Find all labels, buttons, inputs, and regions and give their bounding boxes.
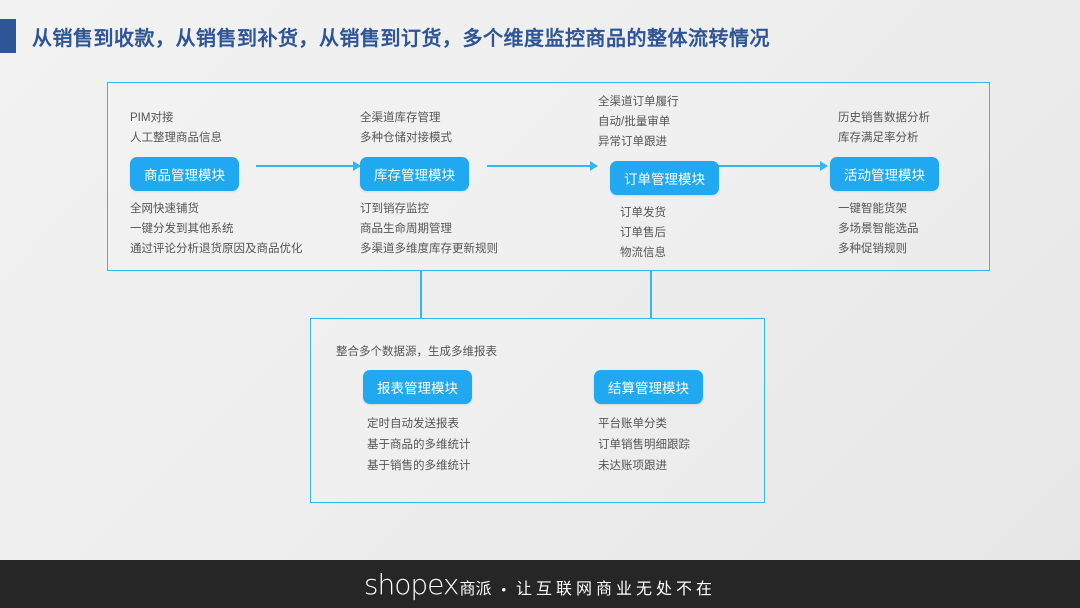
feature-item: 多场景智能选品 xyxy=(838,223,919,235)
flow-arrow-2 xyxy=(487,161,598,171)
flow-column-campaign: 历史销售数据分析 库存满足率分析 活动管理模块 一键智能货架 多场景智能选品 多… xyxy=(828,92,1058,259)
feature-item: 全网快速铺货 xyxy=(130,203,199,215)
brand-slogan: 让互联网商业无处不在 xyxy=(516,580,717,598)
module-button-campaign[interactable]: 活动管理模块 xyxy=(830,157,939,191)
feature-item: 订单发货 xyxy=(620,207,666,219)
module-button-settlement[interactable]: 结算管理模块 xyxy=(594,370,703,404)
brand-chinese-name: 商派 xyxy=(459,580,492,598)
feature-list-above: 全渠道库存管理 多种仓储对接模式 xyxy=(360,92,590,148)
bottom-column-settlement: 结算管理模块 平台账单分类 订单销售明细跟踪 未达账项跟进 xyxy=(594,370,794,477)
footer-bar: shopex 商派 • 让互联网商业无处不在 xyxy=(0,560,1080,608)
feature-item: 库存满足率分析 xyxy=(838,132,919,144)
feature-item: 多种仓储对接模式 xyxy=(360,132,452,144)
feature-item: 通过评论分析退货原因及商品优化 xyxy=(130,243,303,255)
separator-dot-icon: • xyxy=(501,581,507,597)
page-title: 从销售到收款，从销售到补货，从销售到订货，多个维度监控商品的整体流转情况 xyxy=(32,27,770,50)
feature-item: 商品生命周期管理 xyxy=(360,223,452,235)
flow-column-inventory: 全渠道库存管理 多种仓储对接模式 库存管理模块 订到销存监控 商品生命周期管理 … xyxy=(360,92,590,259)
feature-item: 人工整理商品信息 xyxy=(130,132,222,144)
feature-item: 全渠道订单履行 xyxy=(598,96,679,108)
module-button-product[interactable]: 商品管理模块 xyxy=(130,157,239,191)
feature-list-below: 订单发货 订单售后 物流信息 xyxy=(598,203,828,263)
feature-item: 物流信息 xyxy=(620,247,666,259)
feature-item: 订到销存监控 xyxy=(360,203,429,215)
module-button-inventory[interactable]: 库存管理模块 xyxy=(360,157,469,191)
feature-list-below: 全网快速铺货 一键分发到其他系统 通过评论分析退货原因及商品优化 xyxy=(130,199,360,259)
brand-logo: shopex 商派 • 让互联网商业无处不在 xyxy=(364,568,716,601)
flow-arrow-1 xyxy=(256,161,361,171)
feature-item: 平台账单分类 xyxy=(598,418,667,430)
feature-item: 多渠道多维度库存更新规则 xyxy=(360,243,498,255)
module-button-order[interactable]: 订单管理模块 xyxy=(610,161,719,195)
feature-list-above: 历史销售数据分析 库存满足率分析 xyxy=(828,92,1058,148)
bottom-column-report: 报表管理模块 定时自动发送报表 基于商品的多维统计 基于销售的多维统计 xyxy=(363,370,563,477)
feature-item: 未达账项跟进 xyxy=(598,460,667,472)
reporting-panel xyxy=(310,318,765,503)
feature-item: 基于销售的多维统计 xyxy=(367,460,471,472)
connector-line-right xyxy=(650,270,652,319)
feature-item: 一键智能货架 xyxy=(838,203,907,215)
feature-list-report: 定时自动发送报表 基于商品的多维统计 基于销售的多维统计 xyxy=(363,414,563,477)
page-title-row: 从销售到收款，从销售到补货，从销售到订货，多个维度监控商品的整体流转情况 xyxy=(0,18,770,54)
feature-item: 全渠道库存管理 xyxy=(360,112,441,124)
flow-arrow-3 xyxy=(717,161,828,171)
reporting-caption: 整合多个数据源，生成多维报表 xyxy=(336,346,497,358)
flow-column-order: 全渠道订单履行 自动/批量审单 异常订单跟进 订单管理模块 订单发货 订单售后 … xyxy=(598,92,828,263)
feature-item: 历史销售数据分析 xyxy=(838,112,930,124)
feature-item: 订单售后 xyxy=(620,227,666,239)
title-accent-bar xyxy=(0,19,16,53)
feature-list-below: 订到销存监控 商品生命周期管理 多渠道多维度库存更新规则 xyxy=(360,199,590,259)
feature-list-above: PIM对接 人工整理商品信息 xyxy=(130,92,360,148)
feature-item: PIM对接 xyxy=(130,112,174,124)
feature-list-settlement: 平台账单分类 订单销售明细跟踪 未达账项跟进 xyxy=(594,414,794,477)
flow-column-product: PIM对接 人工整理商品信息 商品管理模块 全网快速铺货 一键分发到其他系统 通… xyxy=(130,92,360,259)
feature-list-below: 一键智能货架 多场景智能选品 多种促销规则 xyxy=(828,199,1058,259)
shopex-wordmark: shopex xyxy=(363,567,460,601)
feature-item: 一键分发到其他系统 xyxy=(130,223,234,235)
feature-item: 多种促销规则 xyxy=(838,243,907,255)
feature-item: 定时自动发送报表 xyxy=(367,418,459,430)
feature-item: 基于商品的多维统计 xyxy=(367,439,471,451)
feature-list-above: 全渠道订单履行 自动/批量审单 异常订单跟进 xyxy=(598,92,828,152)
feature-item: 异常订单跟进 xyxy=(598,136,667,148)
feature-item: 订单销售明细跟踪 xyxy=(598,439,690,451)
connector-line-left xyxy=(420,270,422,319)
module-button-report[interactable]: 报表管理模块 xyxy=(363,370,472,404)
feature-item: 自动/批量审单 xyxy=(598,116,671,128)
